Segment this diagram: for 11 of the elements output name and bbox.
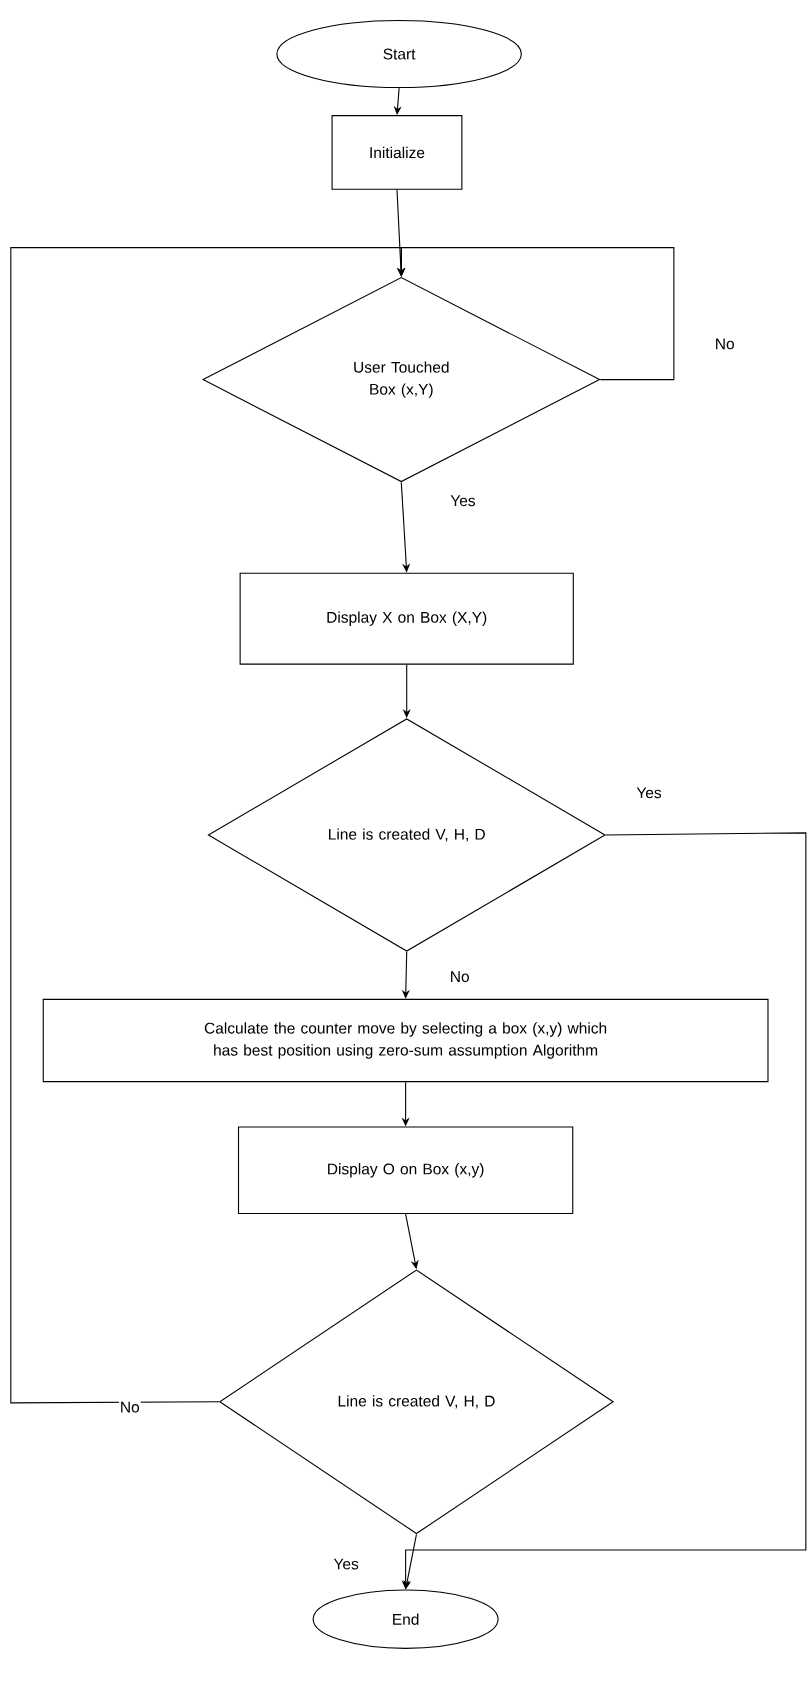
- process-box: Display X on Box (X,Y): [239, 572, 574, 665]
- edge-label: No: [713, 337, 736, 351]
- edge-label: No: [448, 970, 471, 984]
- edge-label: Yes: [635, 786, 663, 800]
- arrow: [10, 247, 406, 1404]
- process-box: Initialize: [331, 115, 463, 190]
- edge-label: Yes: [449, 494, 477, 508]
- process-box: Display O on Box (x,y): [237, 1126, 574, 1215]
- edge-label: Yes: [332, 1557, 360, 1571]
- edge-label: No: [118, 1400, 141, 1414]
- process-box: Calculate the counter move by selecting a box (x,y) which has best position using zero-sum assumption Algorithm: [42, 998, 769, 1083]
